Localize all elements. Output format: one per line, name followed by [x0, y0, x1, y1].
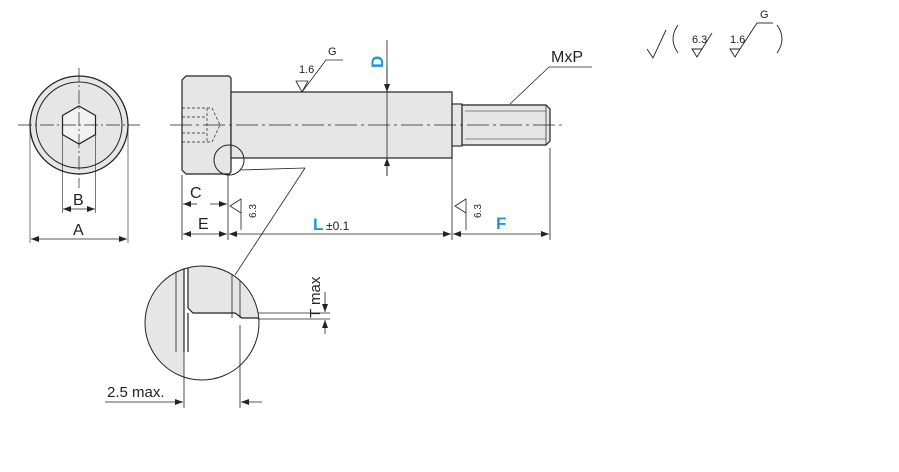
roughness-symbol-face-right — [454, 198, 467, 230]
roughness-value-16: 1.6 — [299, 64, 314, 76]
end-view — [18, 68, 140, 243]
roughness-value-63-right: 6.3 — [473, 204, 484, 218]
general-roughness-g: G — [760, 9, 769, 21]
mxp-leader — [509, 66, 592, 105]
thread-label-mxp: MxP — [551, 49, 583, 66]
dim-c — [181, 174, 229, 240]
dim-label-2-5-max: 2.5 max. — [107, 384, 165, 401]
dim-label-a: A — [73, 222, 84, 239]
dim-label-f: F — [496, 214, 506, 233]
general-roughness-note — [646, 22, 783, 59]
dim-label-l: L — [313, 215, 323, 234]
general-roughness-63: 6.3 — [692, 34, 707, 46]
general-roughness-16: 1.6 — [730, 34, 745, 46]
side-view — [170, 75, 566, 276]
detail-circle — [213, 144, 245, 176]
roughness-symbol-face-left — [229, 198, 242, 230]
roughness-grade-g: G — [328, 46, 337, 58]
dim-l — [229, 158, 453, 240]
dim-label-c: C — [190, 185, 202, 202]
dim-f — [453, 148, 551, 240]
detail-view — [144, 265, 260, 381]
dim-label-t-max: T max — [307, 276, 324, 318]
roughness-value-63-left: 6.3 — [248, 204, 259, 218]
dim-label-d: D — [368, 56, 387, 68]
dim-t-max — [258, 292, 330, 334]
dim-2-5-max — [105, 325, 262, 408]
roughness-symbol-shoulder — [295, 59, 343, 93]
dim-label-e: E — [198, 216, 209, 233]
dim-label-b: B — [73, 192, 84, 209]
dim-label-l-tolerance: ±0.1 — [326, 219, 350, 233]
